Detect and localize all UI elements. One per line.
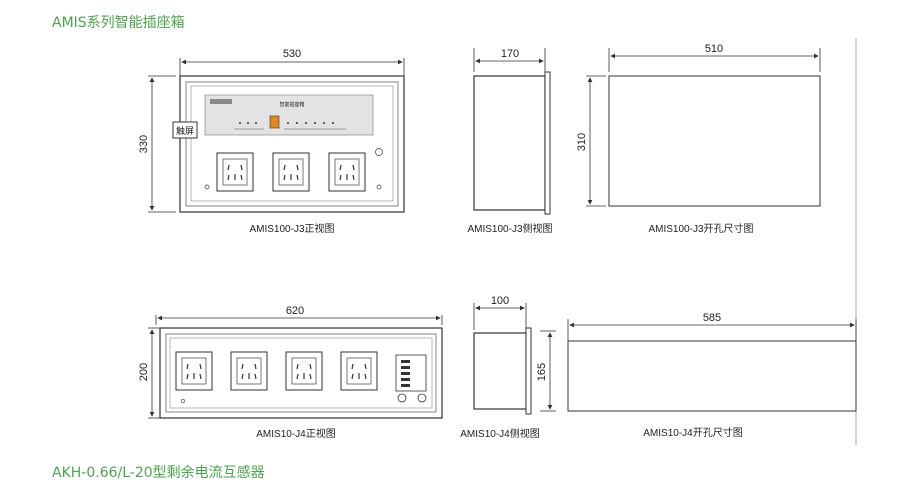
j3-front-caption: AMIS100-J3正视图 — [249, 222, 334, 235]
j4-side-caption: AMIS10-J4侧视图 — [460, 427, 539, 440]
section-heading-akh: AKH-0.66/L-20型剩余电流互感器 — [52, 465, 265, 481]
j4-side-width-label: 100 — [491, 295, 509, 307]
j3-cutout-height-label: 310 — [576, 133, 588, 151]
j3-socket-2 — [272, 152, 310, 192]
j3-front-width-label: 530 — [283, 48, 301, 60]
section-heading-amis: AMIS系列智能插座箱 — [52, 15, 185, 31]
j4-cutout-caption: AMIS10-J4开孔尺寸图 — [643, 426, 742, 439]
j3-cutout-view: 510 310 AMIS100-J3开孔尺寸图 — [576, 43, 821, 235]
j3-side-width-label: 170 — [501, 48, 519, 60]
j4-socket-2 — [230, 351, 268, 391]
j3-socket-1 — [216, 152, 254, 192]
j3-side-label: 触屏 — [176, 125, 194, 136]
j4-front-width-label: 620 — [286, 305, 304, 317]
j3-display-panel — [204, 94, 374, 136]
j4-cutout-view: 585 AMIS10-J4开孔尺寸图 — [567, 312, 857, 439]
j4-side-height-label: 165 — [536, 363, 548, 381]
j4-cutout-width-label: 585 — [703, 312, 721, 324]
j4-front-view: 620 200 AMIS10-J4正视图 — [138, 305, 443, 440]
j3-socket-3 — [328, 152, 366, 192]
j3-side-caption: AMIS100-J3侧视图 — [467, 222, 552, 235]
j3-side-view: 170 AMIS100-J3侧视图 — [467, 48, 553, 235]
j4-socket-4 — [340, 351, 378, 391]
j4-side-view: 100 165 AMIS10-J4侧视图 — [460, 295, 556, 440]
j3-panel-title: 智能插座箱 — [279, 101, 304, 108]
j4-socket-1 — [175, 351, 213, 391]
j3-front-height-label: 330 — [138, 135, 150, 153]
j3-status-indicator — [269, 115, 280, 129]
j3-front-view: 530 330 智能插座箱 触屏 A — [138, 48, 405, 235]
j4-front-height-label: 200 — [138, 363, 150, 381]
j3-cutout-caption: AMIS100-J3开孔尺寸图 — [648, 222, 753, 235]
j3-cutout-width-label: 510 — [705, 43, 723, 55]
j4-front-caption: AMIS10-J4正视图 — [256, 427, 335, 440]
j4-socket-3 — [285, 351, 323, 391]
j4-breaker-module — [395, 354, 427, 392]
